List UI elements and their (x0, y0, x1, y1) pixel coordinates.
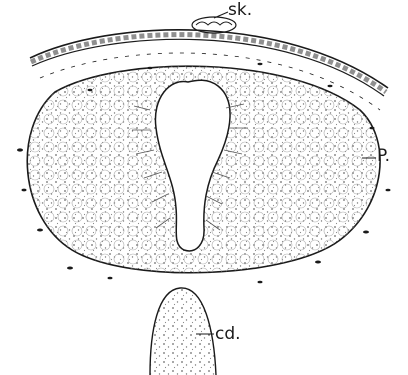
skin-label: sk. (228, 2, 252, 19)
notochord (150, 288, 216, 375)
pharynx-label: P. (377, 148, 390, 165)
notochord-label: cd. (215, 326, 241, 343)
